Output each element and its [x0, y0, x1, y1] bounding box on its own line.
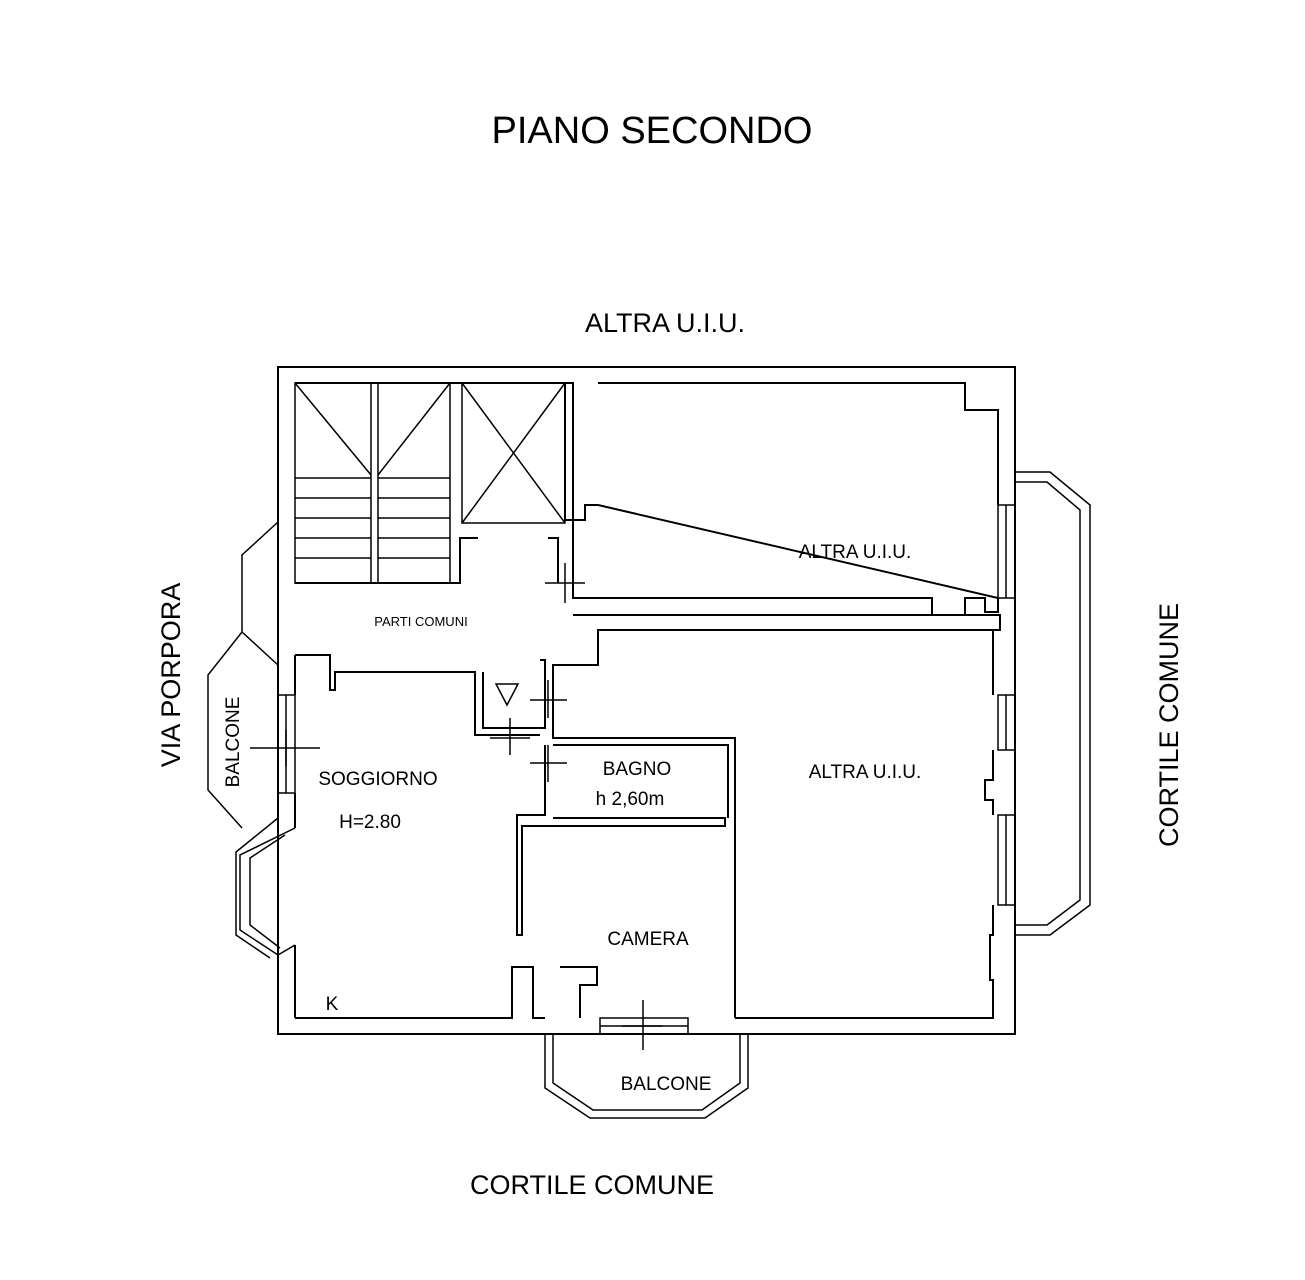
door-markers: [250, 563, 662, 1050]
east-label: CORTILE COMUNE: [1154, 603, 1184, 847]
east-balcony: [1015, 471, 1091, 936]
label-soggiorno-height: H=2.80: [339, 812, 401, 833]
west-balcony: [207, 521, 296, 959]
interior-walls: [294, 537, 1001, 1019]
north-label: ALTRA U.I.U.: [585, 308, 745, 338]
label-kitchen-mark: K: [326, 994, 339, 1015]
label-balcone-south: BALCONE: [621, 1074, 712, 1095]
plan-title: PIANO SECONDO: [492, 110, 813, 152]
south-balcony: [544, 1034, 749, 1119]
label-parti-comuni: PARTI COMUNI: [374, 614, 467, 629]
label-camera: CAMERA: [607, 929, 689, 950]
label-altra-uiu-right: ALTRA U.I.U.: [809, 762, 922, 783]
south-label: CORTILE COMUNE: [470, 1170, 714, 1200]
label-soggiorno: SOGGIORNO: [318, 769, 437, 790]
label-bagno-height: h 2,60m: [596, 789, 665, 810]
label-altra-uiu-top: ALTRA U.I.U.: [799, 542, 912, 563]
stair-well: [294, 382, 566, 584]
label-balcone-west: BALCONE: [223, 697, 244, 788]
west-label: VIA PORPORA: [156, 583, 186, 768]
label-bagno: BAGNO: [603, 759, 672, 780]
